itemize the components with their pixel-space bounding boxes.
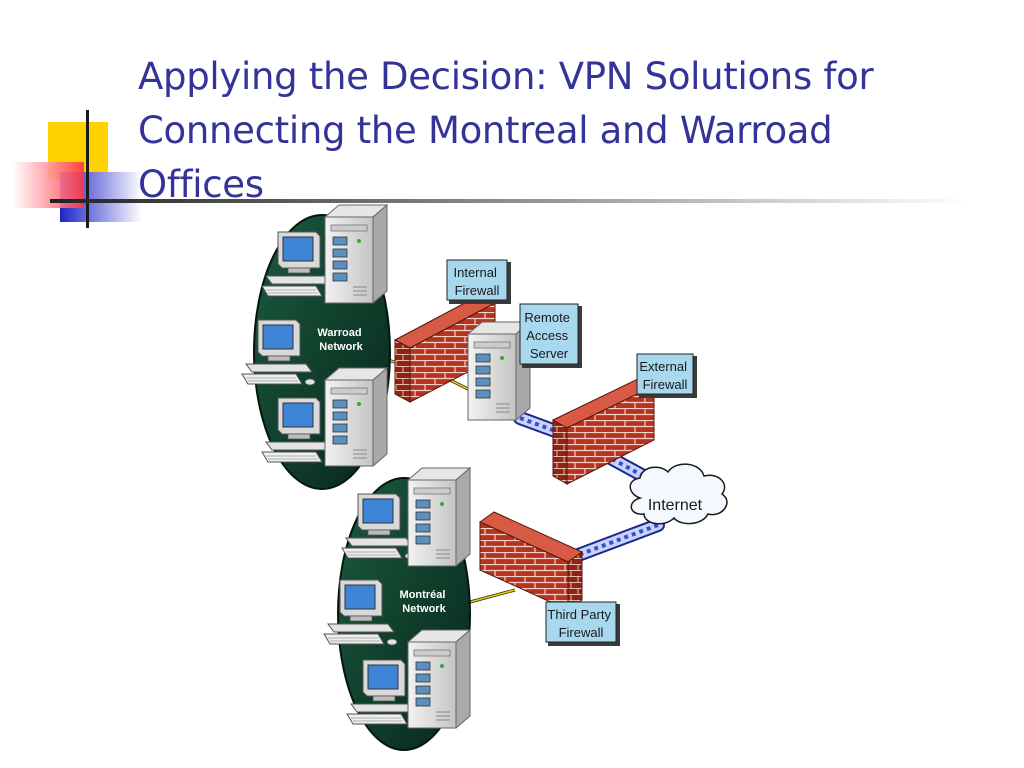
warroad-server-2 bbox=[324, 367, 388, 467]
remote-access-server-label: Remote Access Server bbox=[524, 310, 573, 361]
montreal-server-1 bbox=[407, 467, 471, 567]
internal-firewall bbox=[393, 294, 497, 403]
montreal-network: Montréal Network bbox=[323, 467, 471, 751]
deco-vertical-line bbox=[86, 110, 89, 228]
slide-decoration bbox=[12, 110, 970, 228]
montreal-label-line-2: Network bbox=[402, 603, 446, 615]
remote-access-server-label-box: Remote Access Server bbox=[519, 303, 582, 368]
internal-firewall-label: Internal Firewall bbox=[454, 265, 501, 298]
third-party-firewall-label-box: Third Party Firewall bbox=[545, 601, 620, 646]
warroad-server-1 bbox=[324, 204, 388, 304]
external-firewall-label: External Firewall bbox=[639, 359, 690, 392]
title-underline bbox=[50, 199, 970, 203]
warroad-network-label: Warroad Network bbox=[317, 327, 364, 353]
internal-firewall-label-box: Internal Firewall bbox=[446, 259, 511, 304]
internet-label: Internet bbox=[648, 497, 703, 514]
montreal-server-2 bbox=[407, 629, 471, 729]
warroad-label-line-1: Warroad bbox=[317, 327, 361, 339]
internet-cloud: Internet bbox=[629, 463, 728, 525]
cable-montreal-to-third-party-firewall bbox=[469, 588, 516, 604]
page-title: Applying the Decision: VPN Solutions for… bbox=[138, 55, 874, 206]
external-firewall-label-box: External Firewall bbox=[636, 353, 697, 398]
warroad-label-line-2: Network bbox=[319, 341, 363, 353]
external-firewall bbox=[551, 377, 656, 485]
third-party-firewall-label: Third Party Firewall bbox=[547, 607, 614, 640]
third-party-firewall bbox=[479, 511, 583, 611]
montreal-label-line-1: Montréal bbox=[400, 589, 446, 601]
warroad-network: Warroad Network bbox=[241, 204, 391, 490]
montreal-network-label: Montréal Network bbox=[400, 589, 449, 615]
